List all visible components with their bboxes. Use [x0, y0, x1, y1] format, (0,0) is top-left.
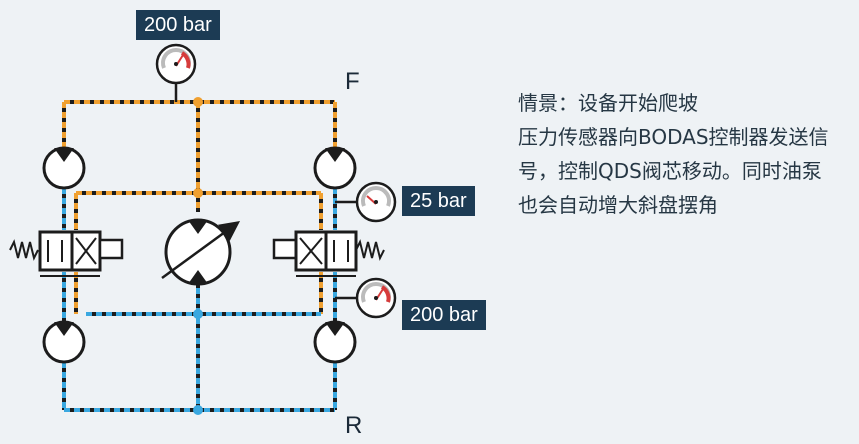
- variable-pump-icon: [161, 218, 241, 286]
- junction-dot-low: [193, 309, 203, 319]
- junction-dot-top: [193, 97, 203, 107]
- gauge-label-top: 200 bar: [136, 10, 220, 40]
- scenario-description: 情景：设备开始爬坡 压力传感器向BODAS控制器发送信号，控制QDS阀芯移动。同…: [518, 91, 829, 217]
- gauge-icon-bottom: [355, 277, 397, 319]
- qds-valve-icon-right: [272, 230, 385, 277]
- gauge-label-bottom: 200 bar: [402, 300, 486, 330]
- gauge-label-mid: 25 bar: [402, 186, 475, 216]
- qds-valve-icon-left: [9, 230, 124, 277]
- port-label-r: R: [345, 412, 363, 439]
- motor-icon-bottom-left: [42, 320, 86, 364]
- motor-icon-bottom-right: [313, 320, 357, 364]
- junction-dot-mid: [193, 188, 203, 198]
- gauge-icon-mid: [355, 181, 397, 223]
- motor-icon-top-left: [42, 146, 86, 190]
- junction-dot-bottom: [193, 405, 203, 415]
- gauge-icon-top: [155, 43, 197, 85]
- hydraulic-circuit-diagram: [9, 43, 397, 415]
- port-label-f: F: [345, 68, 360, 95]
- motor-icon-top-right: [313, 146, 357, 190]
